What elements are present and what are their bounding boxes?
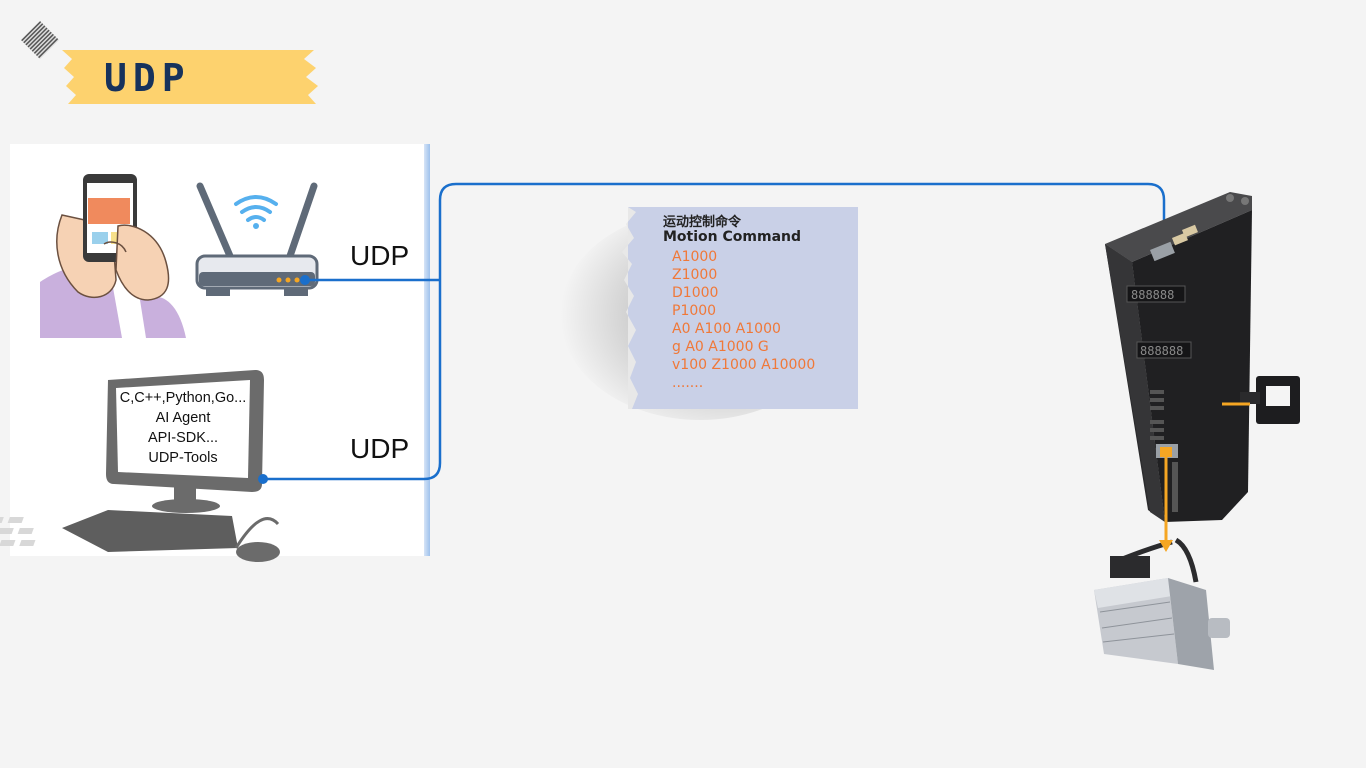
phone-in-hand-icon — [40, 174, 186, 338]
command-item: P1000 — [672, 303, 717, 319]
command-item: A1000 — [672, 249, 718, 265]
servo-driver-icon: 888888 888888 — [1105, 192, 1252, 522]
command-item: A0 A100 A1000 — [672, 321, 781, 337]
command-note — [628, 207, 858, 409]
title-diamond-icon — [21, 21, 59, 59]
udp-label-computer: UDP — [350, 433, 410, 464]
servo-motor-icon — [1094, 537, 1230, 670]
svg-text:888888: 888888 — [1140, 344, 1183, 358]
command-list: A1000 Z1000 D1000 P1000 A0 A100 A1000 g … — [672, 248, 815, 392]
command-item: g A0 A1000 G — [672, 339, 769, 355]
note-torn-edge — [622, 207, 638, 409]
panel-edge — [424, 144, 430, 556]
computer-port-dot — [258, 474, 268, 484]
udp-network-link — [263, 182, 1166, 481]
screen-line-languages: C,C++,Python,Go... — [119, 390, 247, 406]
page-title: UDP — [104, 56, 191, 100]
encoder-connector — [1160, 447, 1172, 457]
wifi-router-icon — [195, 182, 319, 296]
command-item: D1000 — [672, 285, 719, 301]
svg-text:888888: 888888 — [1131, 288, 1174, 302]
command-item: Z1000 — [672, 267, 718, 283]
screen-line-ai-agent: AI Agent — [155, 410, 211, 426]
desktop-computer-icon — [0, 370, 280, 562]
command-item: v100 Z1000 A10000 — [672, 357, 816, 373]
command-note-title-cn: 运动控制命令 — [663, 215, 742, 230]
screen-line-udp-tools: UDP-Tools — [148, 450, 218, 466]
screen-line-api-sdk: API-SDK... — [147, 430, 219, 446]
signal-arrow — [1159, 540, 1173, 552]
udp-label-router: UDP — [350, 240, 410, 271]
command-note-title-en: Motion Command — [663, 229, 802, 245]
command-item: ....... — [672, 375, 704, 391]
photo-sensor-icon — [1222, 376, 1300, 424]
title-ribbon — [62, 50, 318, 104]
monitor-screen-text: C,C++,Python,Go... AI Agent API-SDK... U… — [114, 388, 252, 468]
router-port-dot — [300, 275, 310, 285]
